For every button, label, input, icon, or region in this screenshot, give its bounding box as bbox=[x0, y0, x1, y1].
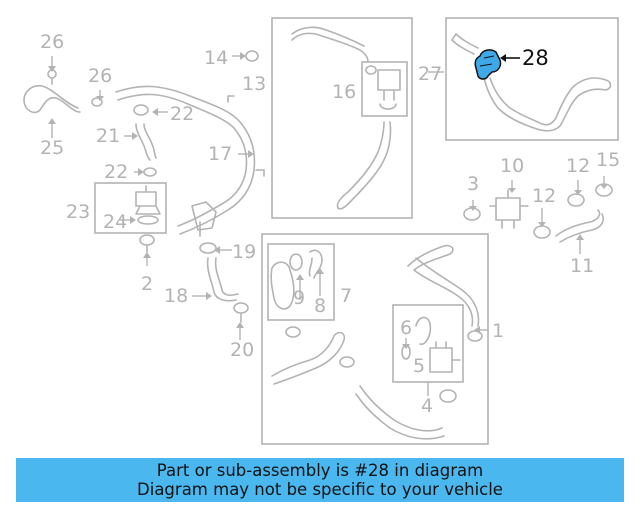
hose-lower-left bbox=[271, 331, 346, 385]
group-box-13 bbox=[271, 17, 413, 219]
info-banner: Part or sub-assembly is #28 in diagram D… bbox=[16, 458, 624, 502]
callout-15: 15 bbox=[596, 149, 620, 171]
part-16-clamp bbox=[365, 65, 377, 75]
callout-8: 8 bbox=[314, 295, 326, 317]
callout-18: 18 bbox=[164, 285, 188, 307]
callout-13: 13 bbox=[242, 73, 266, 95]
callout-22a: 22 bbox=[170, 103, 194, 125]
o-ring-6 bbox=[401, 344, 411, 360]
callout-23: 23 bbox=[66, 201, 90, 223]
pump-24 bbox=[135, 185, 161, 215]
clamp-15 bbox=[595, 183, 613, 197]
clamp-1 bbox=[467, 330, 483, 342]
pipe-13-top bbox=[291, 32, 369, 63]
hose-27 bbox=[455, 33, 612, 132]
group-box-16 bbox=[361, 61, 408, 117]
callout-9: 9 bbox=[293, 287, 305, 309]
part-16-fitting bbox=[377, 69, 401, 110]
callout-19: 19 bbox=[232, 241, 256, 263]
clamp-2 bbox=[139, 234, 155, 253]
clamp-mid bbox=[339, 356, 355, 368]
callout-10: 10 bbox=[500, 155, 524, 177]
callout-25: 25 bbox=[40, 137, 64, 159]
callout-6: 6 bbox=[400, 317, 412, 339]
seal-6 bbox=[415, 316, 432, 345]
callout-12a: 12 bbox=[566, 155, 590, 177]
callout-1: 1 bbox=[492, 320, 504, 342]
pipe-17-inner bbox=[117, 93, 248, 227]
callout-11: 11 bbox=[570, 255, 594, 277]
callout-28[interactable]: 28 bbox=[522, 46, 549, 70]
callout-21: 21 bbox=[96, 125, 120, 147]
clamp-mid-left bbox=[285, 326, 301, 338]
thermostat-5 bbox=[429, 341, 461, 373]
callout-16: 16 bbox=[332, 81, 356, 103]
callout-2: 2 bbox=[141, 273, 153, 295]
callout-26a: 26 bbox=[40, 31, 64, 53]
banner-line-1: Part or sub-assembly is #28 in diagram bbox=[156, 461, 484, 480]
hose-25 bbox=[23, 84, 81, 114]
pipe-17 bbox=[115, 85, 256, 235]
pipe-17-bracket bbox=[227, 95, 265, 177]
clamp-26-right bbox=[91, 97, 103, 107]
pipe-1 bbox=[407, 244, 480, 327]
hose-lower-4 bbox=[355, 385, 445, 440]
part-28-connector[interactable] bbox=[474, 49, 502, 80]
o-ring-24 bbox=[137, 215, 159, 225]
callout-arrowhead-28 bbox=[500, 54, 506, 62]
clamp-12-top bbox=[567, 193, 585, 207]
group-box-27 bbox=[445, 17, 619, 141]
callout-20: 20 bbox=[230, 339, 254, 361]
clamp-12-bottom bbox=[533, 225, 551, 239]
group-box-7 bbox=[267, 243, 335, 321]
clamp-4 bbox=[439, 389, 457, 403]
hose-18-b bbox=[214, 257, 239, 296]
callout-22b: 22 bbox=[104, 161, 128, 183]
callout-7: 7 bbox=[340, 285, 352, 307]
callout-4: 4 bbox=[421, 395, 433, 417]
callout-26b: 26 bbox=[88, 65, 112, 87]
clamp-14 bbox=[245, 50, 259, 62]
callout-3: 3 bbox=[467, 173, 479, 195]
hose-21 bbox=[135, 123, 151, 161]
pipe-13-top-b bbox=[291, 26, 365, 47]
hose-18 bbox=[206, 257, 237, 302]
banner-line-2: Diagram may not be specific to your vehi… bbox=[137, 480, 503, 499]
clamp-3 bbox=[463, 207, 481, 221]
clamp-22-mid bbox=[143, 167, 157, 177]
group-box-23 bbox=[94, 182, 167, 234]
callout-5: 5 bbox=[413, 355, 425, 377]
pipe-17-fitting bbox=[191, 201, 217, 237]
clamp-26-left bbox=[47, 69, 57, 85]
callout-24: 24 bbox=[103, 211, 127, 233]
o-ring-9 bbox=[289, 253, 303, 271]
gasket-8 bbox=[308, 249, 323, 279]
clamp-20 bbox=[233, 302, 249, 323]
callout-27: 27 bbox=[418, 63, 442, 85]
hose-11 bbox=[555, 209, 605, 243]
callout-12b: 12 bbox=[532, 185, 556, 207]
hose-27-end bbox=[451, 33, 475, 55]
hose-13-long bbox=[336, 121, 392, 210]
clamp-22-top bbox=[133, 104, 149, 116]
callout-17: 17 bbox=[208, 143, 232, 165]
housing-9 bbox=[270, 261, 295, 310]
group-box-1 bbox=[261, 233, 489, 445]
callout-14: 14 bbox=[204, 47, 228, 69]
callout-arrows bbox=[48, 52, 608, 396]
part-28-detail bbox=[479, 55, 495, 67]
valve-10 bbox=[489, 189, 529, 229]
clamp-19 bbox=[199, 242, 217, 254]
hose-21-b bbox=[143, 123, 157, 159]
